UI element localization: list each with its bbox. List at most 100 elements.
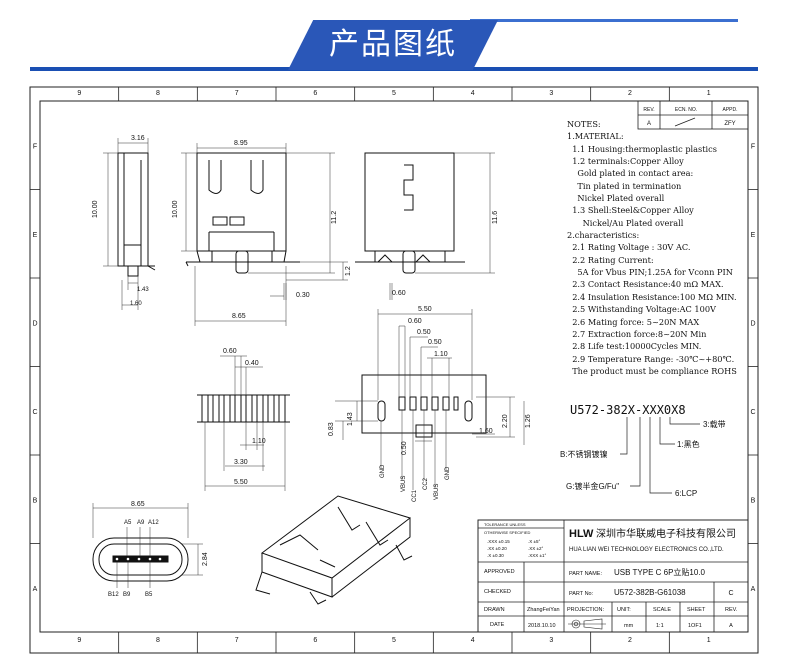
fp-dim-1-10: 1.10 (252, 438, 266, 445)
grid-row-label: D (750, 320, 755, 327)
grid-row-label: B (751, 497, 756, 504)
dims-footprint-right (335, 309, 525, 445)
note-line: 1.3 Shell:Steel&Copper Alloy (567, 205, 694, 216)
grid-row-label: C (750, 409, 755, 416)
note-line: 2.6 Mating force: 5~20N MAX (567, 316, 700, 327)
date-value: 2018.10.10 (528, 623, 556, 629)
signal-gnd-2: GND (445, 466, 451, 480)
scale-label: SCALE (653, 607, 671, 613)
title-block-outer-frame (477, 519, 749, 633)
signal-cc2: CC2 (423, 477, 429, 490)
grid-column-label: 6 (313, 637, 317, 644)
unit-label: UNIT: (617, 607, 631, 613)
note-line: The product must be compliance ROHS (567, 365, 737, 376)
fp-dim-1-10-right: 1.10 (434, 351, 448, 358)
part-no-value: U572-382B-G61038 (614, 588, 686, 597)
pin-b9: B9 (123, 592, 131, 598)
dims-front (181, 143, 348, 326)
dims-port (92, 503, 203, 588)
note-line: 2.2 Rating Current: (567, 254, 654, 265)
grid-column-label: 7 (235, 637, 239, 644)
pin-a12: A12 (148, 520, 159, 526)
dim-1-2: 1.2 (345, 266, 352, 276)
grid-ticks (30, 87, 758, 653)
option-1: 1:黑色 (677, 439, 700, 449)
note-line: NOTES: (567, 119, 601, 129)
option-g: G:镀半金G/Fu" (566, 481, 619, 491)
dim-1-60: 1.60 (130, 301, 142, 307)
fp-dim-0-60: 0.60 (223, 348, 237, 355)
part-name-value: USB TYPE C 6P立贴10.0 (614, 567, 706, 577)
dim-1-43: 1.43 (137, 287, 149, 293)
fp-dim-1-26: 1.26 (525, 414, 532, 428)
grid-row-label: F (33, 143, 37, 150)
port-dim-8-65: 8.65 (131, 501, 145, 508)
outer-border (29, 86, 759, 654)
dim-0-60-side: 0.60 (392, 290, 406, 297)
fp-dim-2-20: 2.20 (502, 414, 509, 428)
note-line: 2.3 Contact Resistance:40 mΩ MAX. (567, 279, 724, 290)
tol-2-b: .XX ±2° (528, 546, 543, 551)
note-line: 5A for Vbus PIN;1.25A for Vconn PIN (567, 267, 733, 278)
footprint-left (197, 394, 290, 423)
note-line: 2.4 Insulation Resistance:100 MΩ MIN. (567, 291, 737, 302)
grid-column-label: 1 (707, 637, 711, 644)
grid-row-label: C (32, 409, 37, 416)
signal-gnd-1: GND (380, 464, 386, 478)
note-line: 2.1 Rating Voltage : 30V AC. (567, 242, 691, 253)
rev-header: REV. (643, 107, 654, 113)
revision-table (637, 100, 749, 130)
projection-label: PROJECTION: (567, 607, 604, 613)
sheet-label: SHEET (687, 607, 706, 613)
grid-column-label: 2 (628, 90, 632, 97)
note-line: Nickel Plated overall (567, 193, 665, 204)
option-3: 3:载带 (703, 419, 726, 429)
note-line: 2.7 Extraction force:8~20N Min (567, 328, 707, 339)
grid-row-label: F (751, 143, 755, 150)
note-line: Gold plated in contact area: (567, 168, 694, 179)
company-name-cn: 深圳市华联威电子科技有限公司 (596, 527, 736, 540)
note-line: 2.characteristics: (567, 230, 640, 241)
sheet-value: 1OF1 (688, 623, 702, 629)
grid-column-label: 5 (392, 90, 396, 97)
ecn-header: ECN. NO. (675, 107, 697, 113)
note-line: 1.2 terminals:Copper Alloy (567, 156, 684, 167)
note-line: 2.8 Life test:10000Cycles MIN. (567, 341, 702, 352)
dim-10-00-front: 10.00 (172, 200, 179, 218)
scale-value: 1:1 (656, 623, 664, 629)
tol-3-a: .X ±0.30 (487, 553, 504, 558)
dim-10-00-left: 10.00 (92, 200, 99, 218)
port-pins (115, 557, 162, 561)
grid-column-label: 1 (707, 90, 711, 97)
note-line: 1.1 Housing:thermoplastic plastics (567, 143, 717, 154)
note-line: Nickel/Au Plated overall (567, 217, 684, 228)
dims-footprint-left (204, 355, 286, 491)
signal-cc1: CC1 (412, 489, 418, 502)
fp-dim-5-50-left: 5.50 (234, 479, 248, 486)
side-view-right (355, 152, 465, 274)
projection-symbol-icon (568, 618, 606, 630)
grid-row-label: A (33, 586, 38, 593)
dim-3-16: 3.16 (131, 135, 145, 142)
option-6: 6:LCP (675, 489, 697, 498)
grid-row-label: E (751, 232, 756, 239)
note-line: 1.MATERIAL: (567, 131, 624, 142)
grid-column-label: 4 (471, 90, 475, 97)
fp-dim-0-50-a: 0.50 (417, 329, 431, 336)
appd-header: APPD. (722, 107, 737, 113)
note-line: Tin plated in termination (567, 180, 682, 191)
port-dim-2-84: 2.84 (202, 552, 209, 566)
grid-row-label: B (33, 497, 38, 504)
grid-column-label: 3 (549, 637, 553, 644)
rev-value: A (647, 121, 651, 127)
dim-11-6: 11.6 (492, 211, 499, 224)
pin-b5: B5 (145, 592, 153, 598)
grid-column-label: 9 (77, 90, 81, 97)
isometric-view (255, 495, 413, 605)
signal-leaders (380, 410, 447, 490)
fp-dim-1-60-right: 1.60 (479, 428, 493, 435)
grid-row-label: A (751, 586, 756, 593)
pin-a5: A5 (124, 520, 132, 526)
